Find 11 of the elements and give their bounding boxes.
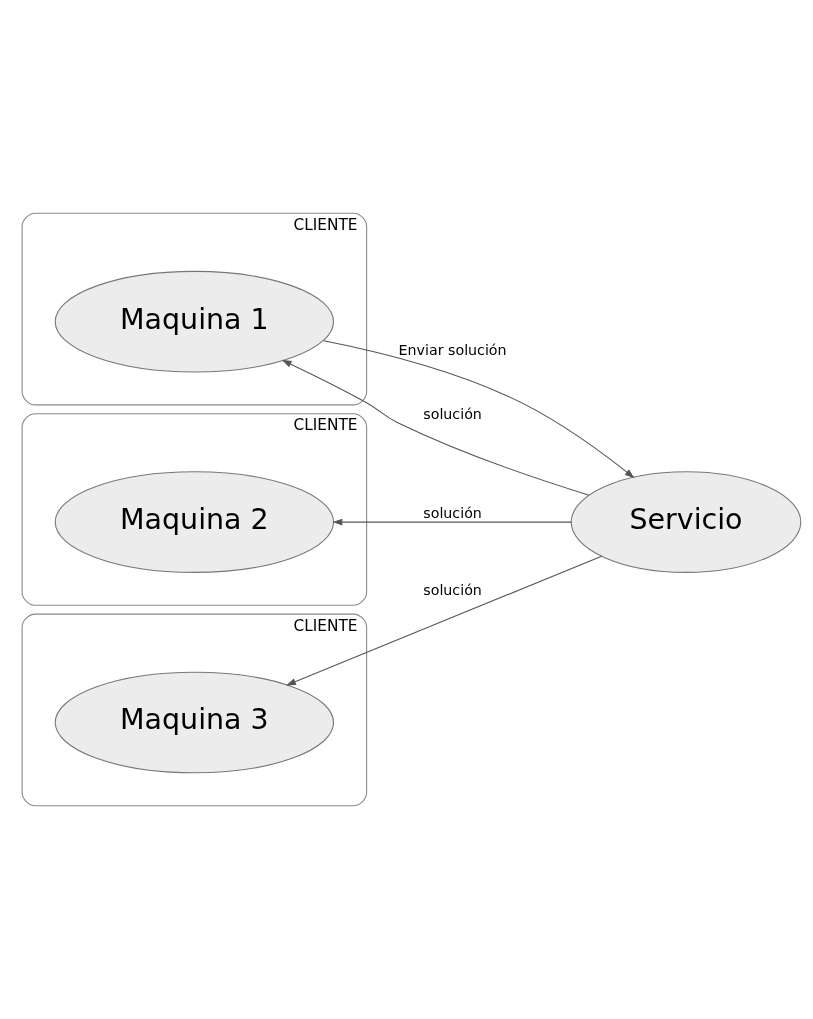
node-ellipse: Maquina 2 (54, 471, 334, 573)
edge-label: solución (422, 505, 482, 522)
arrow (322, 340, 635, 479)
node-ellipse: Maquina 1 (54, 270, 334, 373)
node-ellipse: Maquina 3 (54, 671, 334, 774)
arrow (331, 518, 572, 526)
arrow (281, 359, 590, 496)
edge-label: solución (422, 581, 482, 598)
edge-label: solución (422, 405, 482, 422)
arrow (285, 555, 602, 686)
edge-label: Enviar solución (398, 341, 507, 358)
